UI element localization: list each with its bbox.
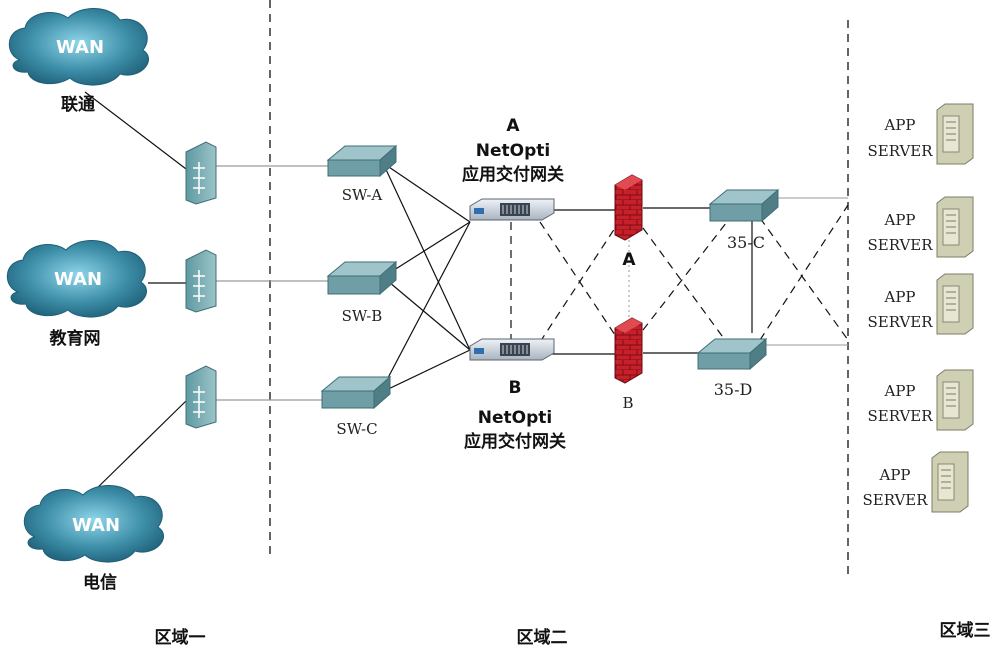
switch-sw-a	[326, 144, 398, 178]
wan-cloud-telecom: WAN	[23, 485, 164, 563]
svg-text:SERVER: SERVER	[867, 313, 933, 331]
switch-label-35-d: 35-D	[714, 380, 753, 399]
switch-label-sw-b: SW-B	[342, 307, 383, 325]
svg-text:APP: APP	[878, 466, 910, 484]
switch-label-sw-a: SW-A	[342, 186, 383, 204]
wan-label: WAN	[54, 269, 102, 290]
wan-cloud-edu: WAN	[6, 240, 147, 318]
zone-label-3: 区域三	[940, 620, 991, 641]
gateway-device-a	[469, 198, 555, 221]
gateway-a-letter: A	[506, 116, 520, 136]
gateway-a-desc: 应用交付网关	[462, 164, 564, 185]
gateway-a-name: NetOpti	[476, 141, 550, 161]
gateway-b-name: NetOpti	[478, 408, 552, 428]
router-1	[185, 141, 217, 205]
firewall-b-label: B	[622, 394, 633, 412]
zone-label-2: 区域二	[517, 627, 568, 648]
gateway-firewall-links	[552, 207, 753, 355]
svg-text:APP: APP	[883, 382, 915, 400]
switch-35-c	[708, 188, 780, 223]
app-server-3: APP SERVER	[867, 273, 974, 335]
switch-35-d	[696, 337, 768, 371]
svg-text:SERVER: SERVER	[862, 491, 928, 509]
svg-text:APP: APP	[883, 211, 915, 229]
svg-text:APP: APP	[883, 116, 915, 134]
wan-label: WAN	[56, 37, 104, 58]
wan-label: WAN	[72, 515, 120, 536]
app-server-1: APP SERVER	[867, 103, 974, 165]
dashed-links	[510, 204, 849, 343]
gateway-device-b	[469, 338, 555, 361]
switch-sw-c	[320, 375, 392, 410]
firewall-a	[614, 174, 643, 241]
app-server-5: APP SERVER	[862, 451, 969, 513]
firewall-a-label: A	[622, 250, 636, 270]
isp-label-edu: 教育网	[49, 328, 101, 349]
app-server-4: APP SERVER	[867, 369, 974, 431]
isp-label-unicom: 联通	[61, 95, 95, 115]
switch-label-35-c: 35-C	[727, 233, 765, 252]
firewall-b	[614, 317, 643, 384]
svg-text:SERVER: SERVER	[867, 236, 933, 254]
zone-label-1: 区域一	[155, 627, 206, 648]
router-switch-links	[216, 165, 330, 401]
svg-text:APP: APP	[883, 288, 915, 306]
gateway-b-letter: B	[509, 378, 522, 398]
switch-gateway-links	[379, 162, 471, 394]
switch-label-sw-c: SW-C	[336, 420, 377, 438]
gateway-b-desc: 应用交付网关	[464, 431, 566, 452]
router-3	[185, 365, 217, 429]
isp-label-telecom: 电信	[83, 572, 117, 593]
app-server-2: APP SERVER	[867, 196, 974, 258]
router-2	[185, 249, 217, 313]
wan-links	[84, 91, 191, 496]
svg-text:SERVER: SERVER	[867, 142, 933, 160]
wan-cloud-unicom: WAN	[8, 8, 149, 86]
svg-text:SERVER: SERVER	[867, 407, 933, 425]
server-zone-links	[765, 197, 848, 346]
switch-sw-b	[326, 260, 398, 296]
